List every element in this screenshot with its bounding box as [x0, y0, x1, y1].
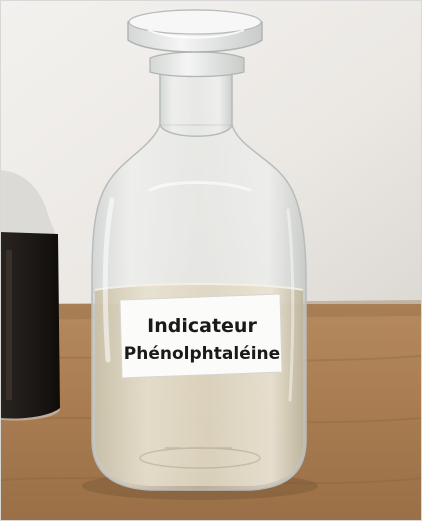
base-emboss	[139, 447, 261, 469]
dark-jar	[0, 170, 60, 421]
bottle-label: Indicateur Phénolphtaléine	[119, 293, 283, 379]
neck-rim	[149, 51, 245, 78]
glass-highlight-right	[286, 208, 295, 402]
liquid-surface	[94, 283, 304, 291]
stopper-highlight	[147, 29, 245, 39]
label-line-1: Indicateur	[147, 315, 257, 337]
glass-highlight-left	[102, 197, 115, 363]
label-line-2: Phénolphtaléine	[124, 344, 280, 364]
stopper-top	[128, 9, 262, 35]
bottle-neck	[159, 61, 233, 137]
glass-highlight-shoulder	[148, 181, 252, 192]
